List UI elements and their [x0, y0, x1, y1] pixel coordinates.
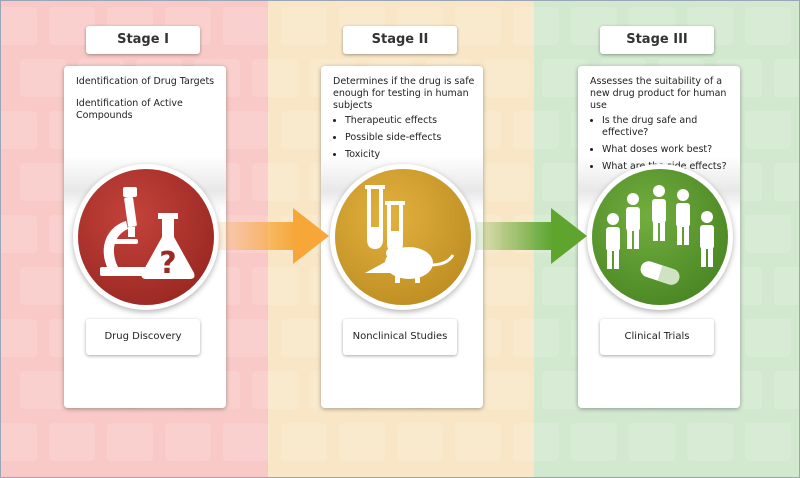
arrow-right-icon: [217, 208, 329, 264]
arrow-right-icon: [475, 208, 587, 264]
stage-1-label: Stage I: [86, 26, 200, 54]
background-tile: [774, 163, 799, 201]
people-pill-icon: [606, 185, 714, 285]
stage-1-text: Identification of Drug Targets Identific…: [76, 76, 222, 132]
background-tile: [20, 59, 66, 97]
background-tile: [1, 423, 37, 461]
background-tile: [513, 111, 559, 149]
background-tile: [745, 423, 791, 461]
stage-3-bullet: What doses work best?: [602, 144, 736, 156]
background-tile: [223, 111, 269, 149]
svg-text:?: ?: [159, 246, 176, 281]
background-tile: [281, 7, 327, 45]
background-tile: [20, 163, 66, 201]
stage-1-outcome-label: Drug Discovery: [86, 319, 200, 355]
background-tile: [223, 423, 269, 461]
stage-1-line-2: Identification of Active Compounds: [76, 98, 183, 121]
stage-2-bullet: Therapeutic effects: [345, 115, 479, 127]
background-tile: [745, 111, 791, 149]
stage-2-bullet: Possible side-effects: [345, 132, 479, 144]
background-tile: [165, 423, 211, 461]
background-tile: [20, 371, 66, 409]
stage-3-bullet: Is the drug safe and effective?: [602, 115, 736, 139]
background-tile: [455, 7, 501, 45]
background-tile: [107, 423, 153, 461]
background-tile: [1, 319, 37, 357]
test-tubes-rat-icon: [365, 185, 455, 283]
background-tile: [223, 319, 269, 357]
background-tile: [774, 267, 799, 305]
stage-2-text: Determines if the drug is safe enough fo…: [333, 76, 479, 166]
background-tile: [49, 423, 95, 461]
background-tile: [513, 423, 559, 461]
stage-1-line-1: Identification of Drug Targets: [76, 76, 215, 87]
background-tile: [252, 267, 298, 305]
background-tile: [1, 7, 37, 45]
stage-2-description: Determines if the drug is safe enough fo…: [333, 76, 475, 111]
background-tile: [484, 59, 530, 97]
background-tile: [745, 319, 791, 357]
background-tile: [20, 267, 66, 305]
stage-3-bullet: What are the side effects?: [602, 161, 736, 173]
background-tile: [455, 423, 501, 461]
background-tile: [513, 7, 559, 45]
background-tile: [484, 163, 530, 201]
stage-2-circle: [335, 169, 471, 305]
background-tile: [629, 423, 675, 461]
stage-1-circle: ?: [78, 169, 214, 305]
background-tile: [252, 371, 298, 409]
background-tile: [281, 319, 327, 357]
background-tile: [484, 267, 530, 305]
background-tile: [339, 423, 385, 461]
stage-2-bullet: Toxicity: [345, 149, 479, 161]
stage-3-text: Assesses the suitability of a new drug p…: [590, 76, 736, 178]
stage-2-label: Stage II: [343, 26, 457, 54]
stage-2-bullet-list: Therapeutic effects Possible side-effect…: [333, 115, 479, 161]
background-tile: [687, 423, 733, 461]
background-tile: [774, 59, 799, 97]
background-tile: [774, 371, 799, 409]
background-tile: [281, 423, 327, 461]
stage-2-outcome-label: Nonclinical Studies: [343, 319, 457, 355]
stage-3-bullet-list: Is the drug safe and effective? What dos…: [590, 115, 736, 173]
stage-3-circle: [592, 169, 728, 305]
background-tile: [484, 371, 530, 409]
background-tile: [252, 163, 298, 201]
background-tile: [397, 423, 443, 461]
background-tile: [1, 111, 37, 149]
background-tile: [223, 7, 269, 45]
background-tile: [513, 319, 559, 357]
background-tile: [571, 423, 617, 461]
stage-3-outcome-label: Clinical Trials: [600, 319, 714, 355]
microscope-flask-icon: ?: [100, 187, 195, 281]
stage-3-label: Stage III: [600, 26, 714, 54]
stage-3-description: Assesses the suitability of a new drug p…: [590, 76, 727, 111]
background-tile: [1, 215, 37, 253]
background-tile: [252, 59, 298, 97]
background-tile: [281, 111, 327, 149]
background-tile: [745, 215, 791, 253]
background-tile: [745, 7, 791, 45]
